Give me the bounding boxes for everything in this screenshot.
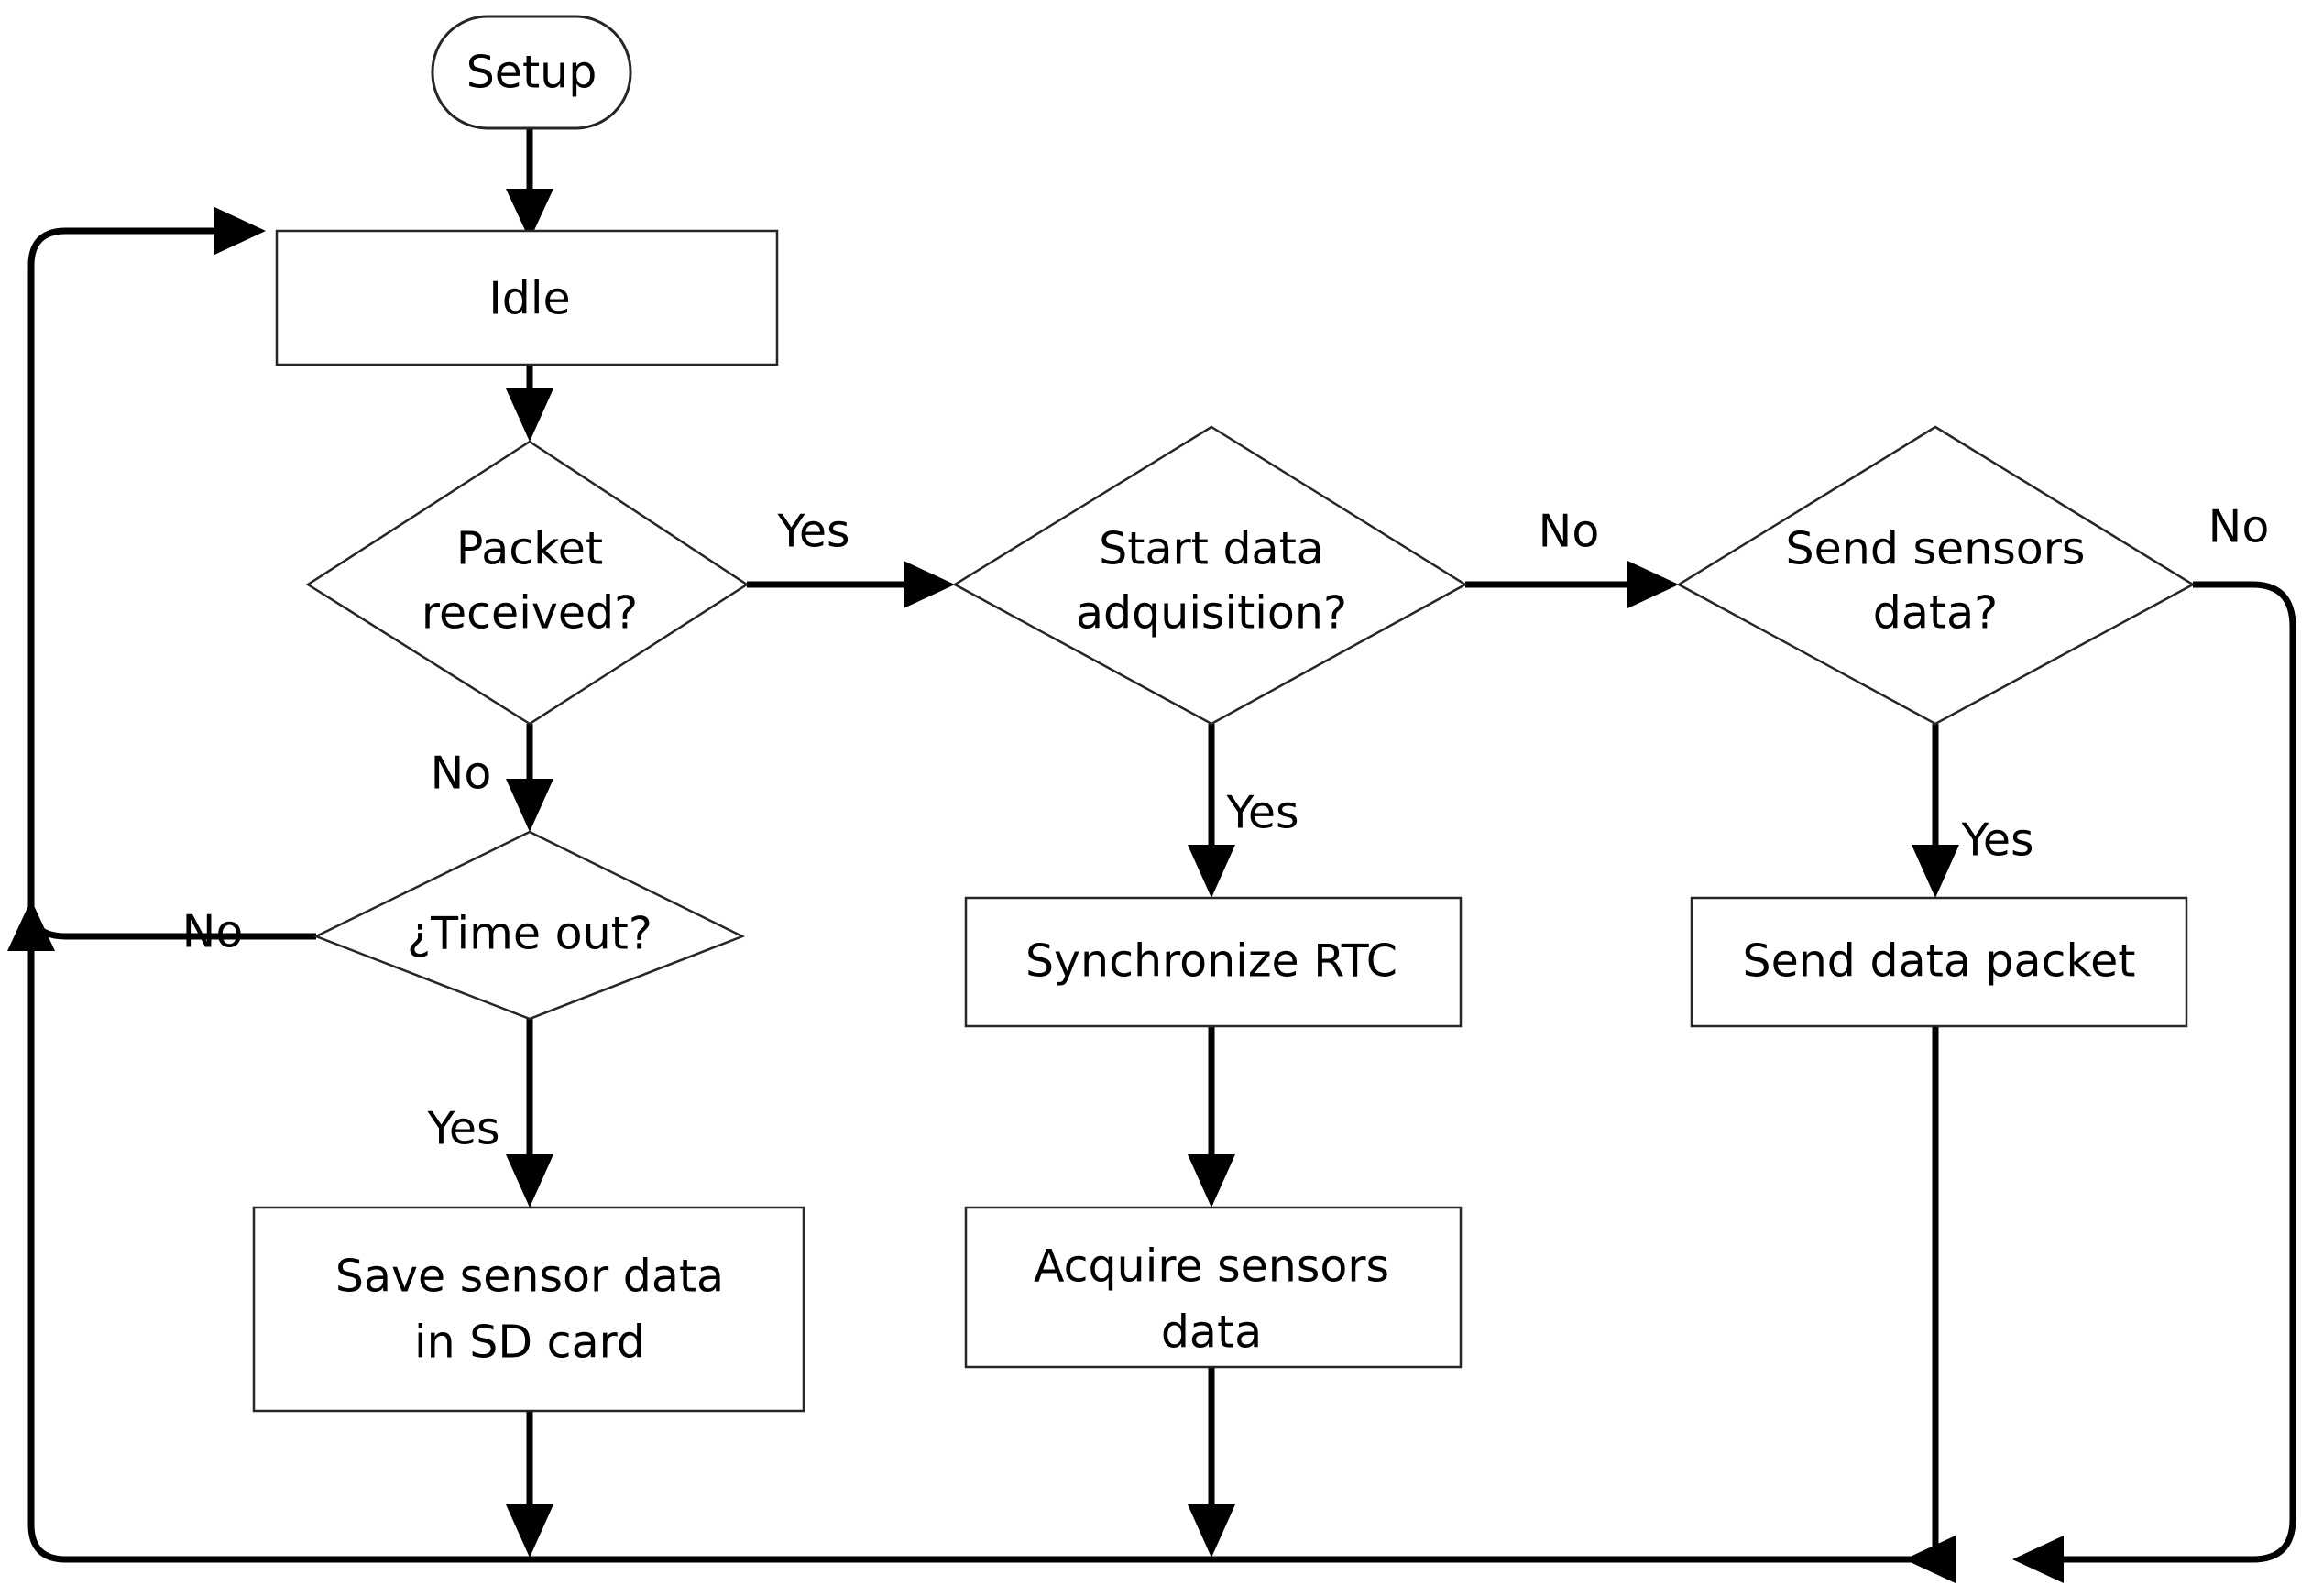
- save-sensor-data-label-line1: Save sensor data: [335, 1251, 724, 1303]
- arrow-head-icon: [506, 189, 553, 240]
- edge-acquire-to-bottom-rail: [1188, 1367, 1235, 1558]
- arrow-head-icon: [2012, 1536, 2064, 1583]
- start-data-adquisition-shape: [952, 425, 1468, 726]
- edge-label-adquisition-yes: Yes: [1225, 787, 1298, 839]
- send-sensors-data-shape: [1676, 425, 2196, 726]
- node-idle[interactable]: Idle: [275, 229, 779, 366]
- send-sensors-data-label-line2: data?: [1873, 587, 1998, 639]
- acquire-sensors-data-label-line2: data: [1161, 1306, 1262, 1359]
- edge-packet-yes-to-adquisition: [747, 561, 955, 608]
- edge-label-packet-yes: Yes: [776, 506, 849, 558]
- start-data-adquisition-label-line1: Start data: [1099, 523, 1324, 575]
- setup-label: Setup: [466, 47, 597, 99]
- arrow-head-icon: [506, 1154, 553, 1208]
- edge-save-to-bottom-rail: [506, 1411, 553, 1558]
- arrow-head-icon: [1188, 1504, 1235, 1558]
- packet-received-label-line1: Packet: [456, 523, 603, 575]
- node-send-sensors-data[interactable]: Send sensors data?: [1676, 425, 2196, 726]
- edge-label-sendsensors-yes: Yes: [1960, 814, 2033, 867]
- time-out-shape: [312, 830, 746, 1021]
- edge-packet-no-to-timeout: [506, 724, 553, 832]
- edge-setup-to-idle: [506, 128, 553, 240]
- node-setup[interactable]: Setup: [431, 15, 632, 130]
- edge-timeout-no-to-idle: [7, 900, 316, 951]
- send-sensors-data-label-line1: Send sensors: [1786, 523, 2086, 575]
- node-start-data-adquisition[interactable]: Start data adquisition?: [952, 425, 1468, 726]
- acquire-sensors-data-label-line1: Acquire sensors: [1034, 1241, 1389, 1293]
- packet-received-label-line2: received?: [422, 587, 638, 639]
- arrow-head-icon: [214, 207, 266, 255]
- arrow-head-icon: [904, 561, 955, 608]
- node-acquire-sensors-data[interactable]: Acquire sensors data: [964, 1206, 1463, 1369]
- arrow-head-icon: [1188, 1154, 1235, 1208]
- edge-sync-to-acquire: [1188, 1026, 1235, 1208]
- edge-label-timeout-no: No: [182, 906, 244, 958]
- arrow-head-icon: [1188, 845, 1235, 898]
- edge-label-packet-no: No: [431, 748, 492, 800]
- edge-timeout-yes-to-save: [506, 1019, 553, 1208]
- edge-bottom-rail-to-idle: [27, 207, 1935, 1563]
- node-time-out[interactable]: ¿Time out?: [312, 830, 746, 1021]
- setup-shape: [431, 15, 632, 130]
- edge-label-timeout-yes: Yes: [426, 1103, 499, 1155]
- save-sensor-data-label-line2: in SD card: [414, 1317, 645, 1369]
- time-out-label: ¿Time out?: [407, 908, 652, 960]
- node-synchronize-rtc[interactable]: Synchronize RTC: [964, 896, 1463, 1028]
- idle-shape: [275, 229, 779, 366]
- edge-senddata-to-bottom-rail: [1904, 1026, 1956, 1583]
- arrow-head-icon: [506, 779, 553, 832]
- edge-adquisition-no-to-sendsensors: [1465, 561, 1679, 608]
- send-data-packet-label: Send data packet: [1743, 935, 2136, 988]
- arrow-head-icon: [1912, 845, 1959, 898]
- edge-idle-to-packet-received: [506, 365, 553, 442]
- arrow-head-icon: [1627, 561, 1679, 608]
- edge-label-sendsensors-no: No: [2208, 501, 2270, 553]
- edge-adquisition-yes-to-sync: [1188, 724, 1235, 898]
- send-data-packet-shape: [1690, 896, 2188, 1028]
- node-save-sensor-data[interactable]: Save sensor data in SD card: [252, 1206, 805, 1413]
- node-packet-received[interactable]: Packet received?: [305, 440, 750, 726]
- packet-received-shape: [305, 440, 750, 726]
- start-data-adquisition-label-line2: adquisition?: [1076, 587, 1347, 639]
- save-sensor-data-shape: [252, 1206, 805, 1413]
- node-send-data-packet[interactable]: Send data packet: [1690, 896, 2188, 1028]
- synchronize-rtc-label: Synchronize RTC: [1025, 935, 1397, 988]
- edge-sendsensors-no-to-bottom: [2012, 581, 2296, 1583]
- arrow-head-icon: [506, 1504, 553, 1558]
- arrow-head-icon: [506, 388, 553, 442]
- idle-label: Idle: [488, 273, 570, 325]
- edge-sendsensors-yes-to-senddata: [1912, 724, 1959, 898]
- edge-label-adquisition-no: No: [1539, 506, 1600, 558]
- acquire-sensors-data-shape: [964, 1206, 1463, 1369]
- synchronize-rtc-shape: [964, 896, 1463, 1028]
